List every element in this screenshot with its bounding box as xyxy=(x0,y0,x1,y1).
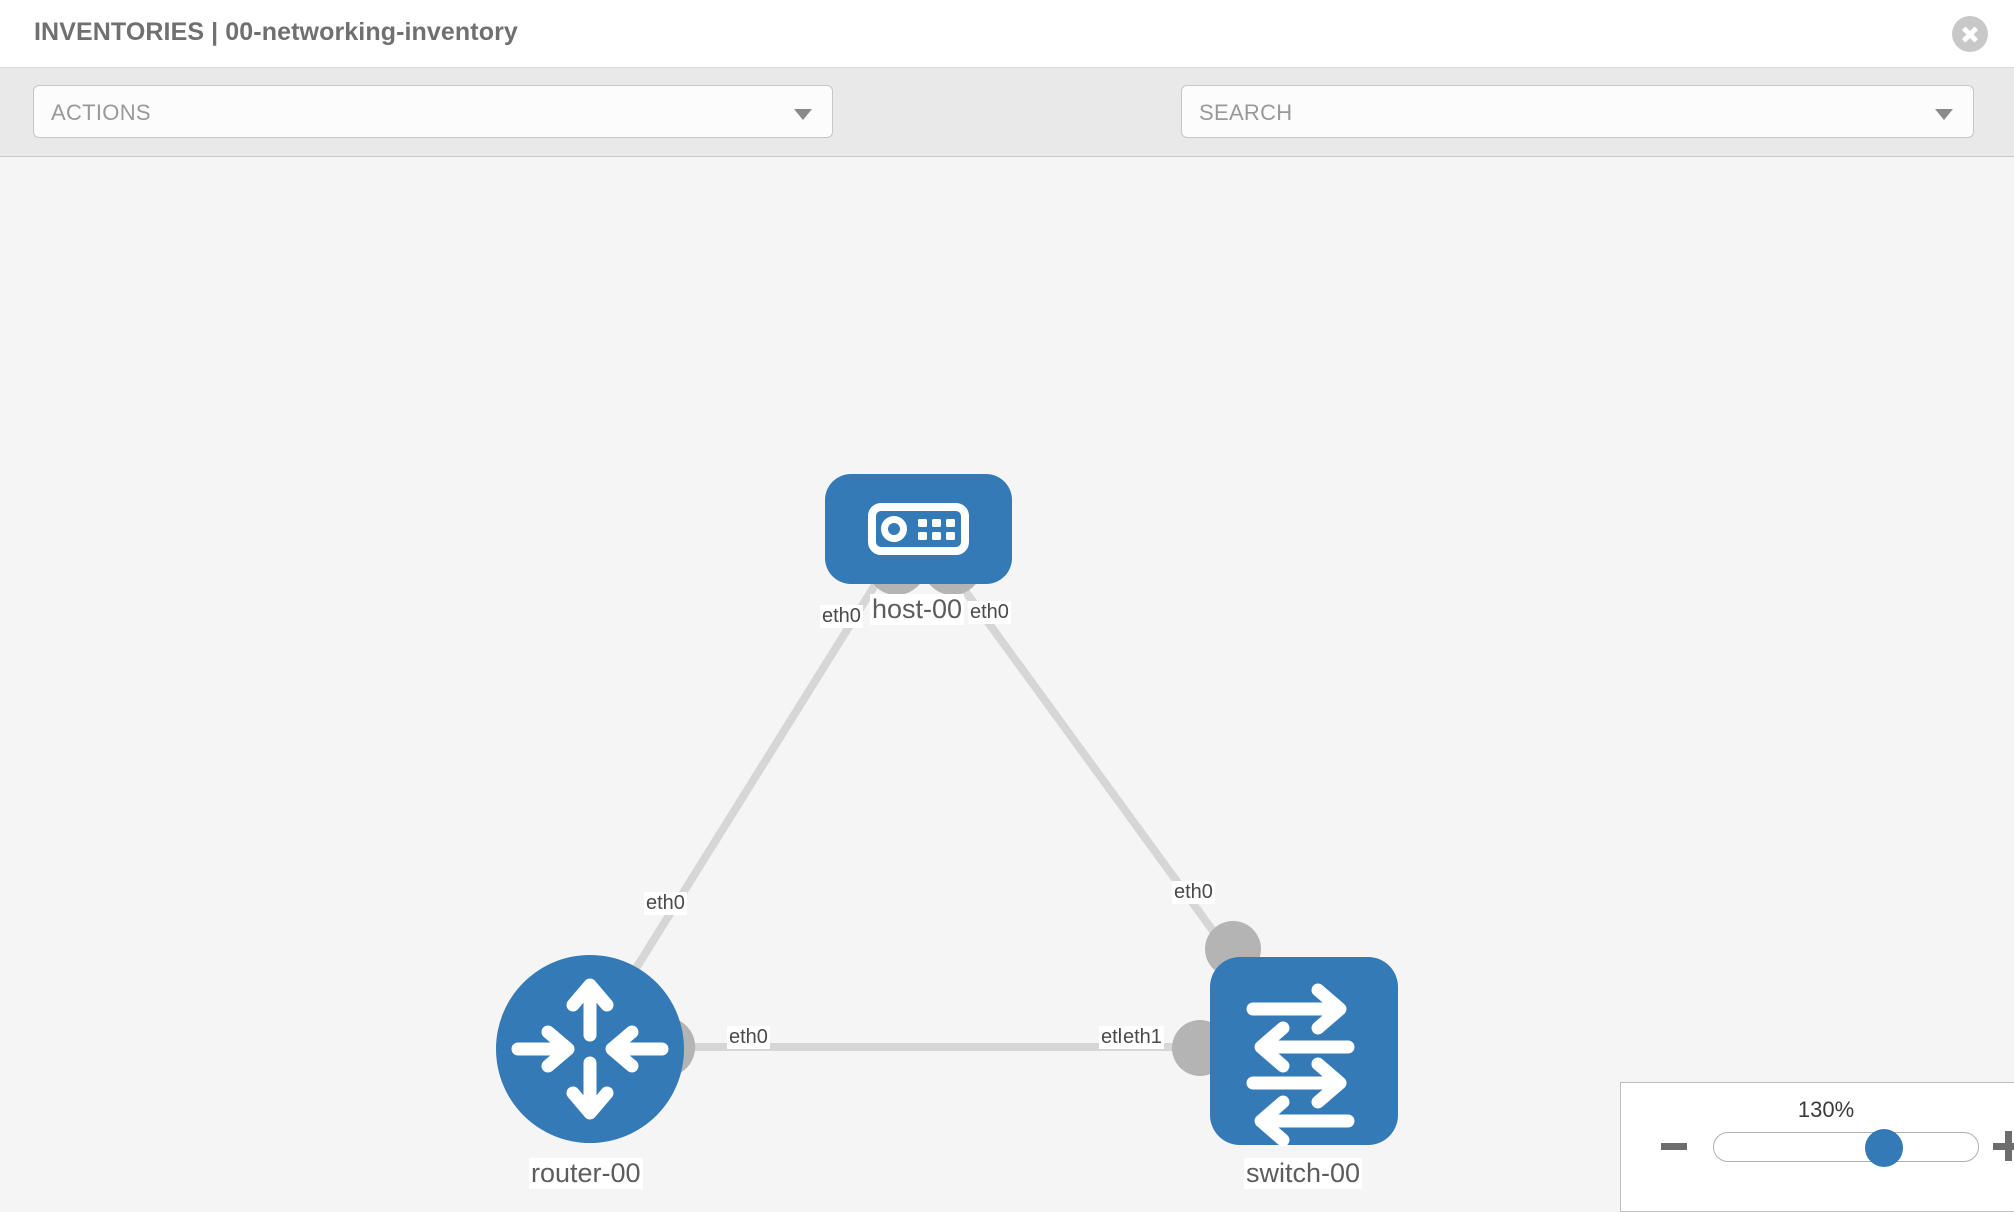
zoom-slider[interactable] xyxy=(1713,1129,1979,1167)
topology-links xyxy=(611,574,1236,1051)
plus-icon[interactable] xyxy=(1993,1131,2014,1161)
interface-label: eth0 xyxy=(820,605,863,628)
node-label-host-00[interactable]: host-00 xyxy=(870,594,965,625)
server-icon xyxy=(868,503,969,555)
actions-dropdown[interactable]: ACTIONS xyxy=(33,85,833,138)
link-host00-router00 xyxy=(611,574,884,1005)
page-header: INVENTORIES | 00-networking-inventory xyxy=(0,0,2014,68)
node-label-router-00[interactable]: router-00 xyxy=(529,1158,643,1189)
page-title: INVENTORIES | 00-networking-inventory xyxy=(34,18,518,46)
chevron-down-icon xyxy=(1935,109,1953,120)
interface-label: eth1 xyxy=(1121,1026,1164,1049)
switch-arrows-icon xyxy=(1246,983,1355,1147)
interface-label: eth0 xyxy=(968,601,1011,624)
topology-canvas[interactable]: eth0 eth0 eth0 eth0 eth0 eth0 eth1 host-… xyxy=(0,157,2014,1200)
zoom-control-panel: 130% xyxy=(1620,1082,2014,1212)
interface-label: eth0 xyxy=(727,1026,770,1049)
router-arrows-icon xyxy=(511,978,669,1120)
close-icon[interactable] xyxy=(1952,16,1988,52)
search-input[interactable]: SEARCH xyxy=(1181,85,1974,138)
chevron-down-icon xyxy=(794,109,812,120)
zoom-slider-thumb[interactable] xyxy=(1865,1129,1903,1167)
actions-dropdown-label: ACTIONS xyxy=(51,100,151,125)
node-host-00 xyxy=(825,474,1012,584)
zoom-level-label: 130% xyxy=(1797,1097,1855,1122)
minus-icon[interactable] xyxy=(1661,1143,1687,1150)
node-router-00 xyxy=(496,955,684,1143)
interface-label: eth0 xyxy=(1172,881,1215,904)
interface-label: eth0 xyxy=(644,892,687,915)
node-label-switch-00[interactable]: switch-00 xyxy=(1244,1158,1363,1189)
topology-ports xyxy=(676,577,1261,1076)
node-switch-00 xyxy=(1210,957,1398,1147)
search-placeholder: SEARCH xyxy=(1199,100,1293,125)
toolbar: ACTIONS SEARCH xyxy=(0,68,2014,195)
